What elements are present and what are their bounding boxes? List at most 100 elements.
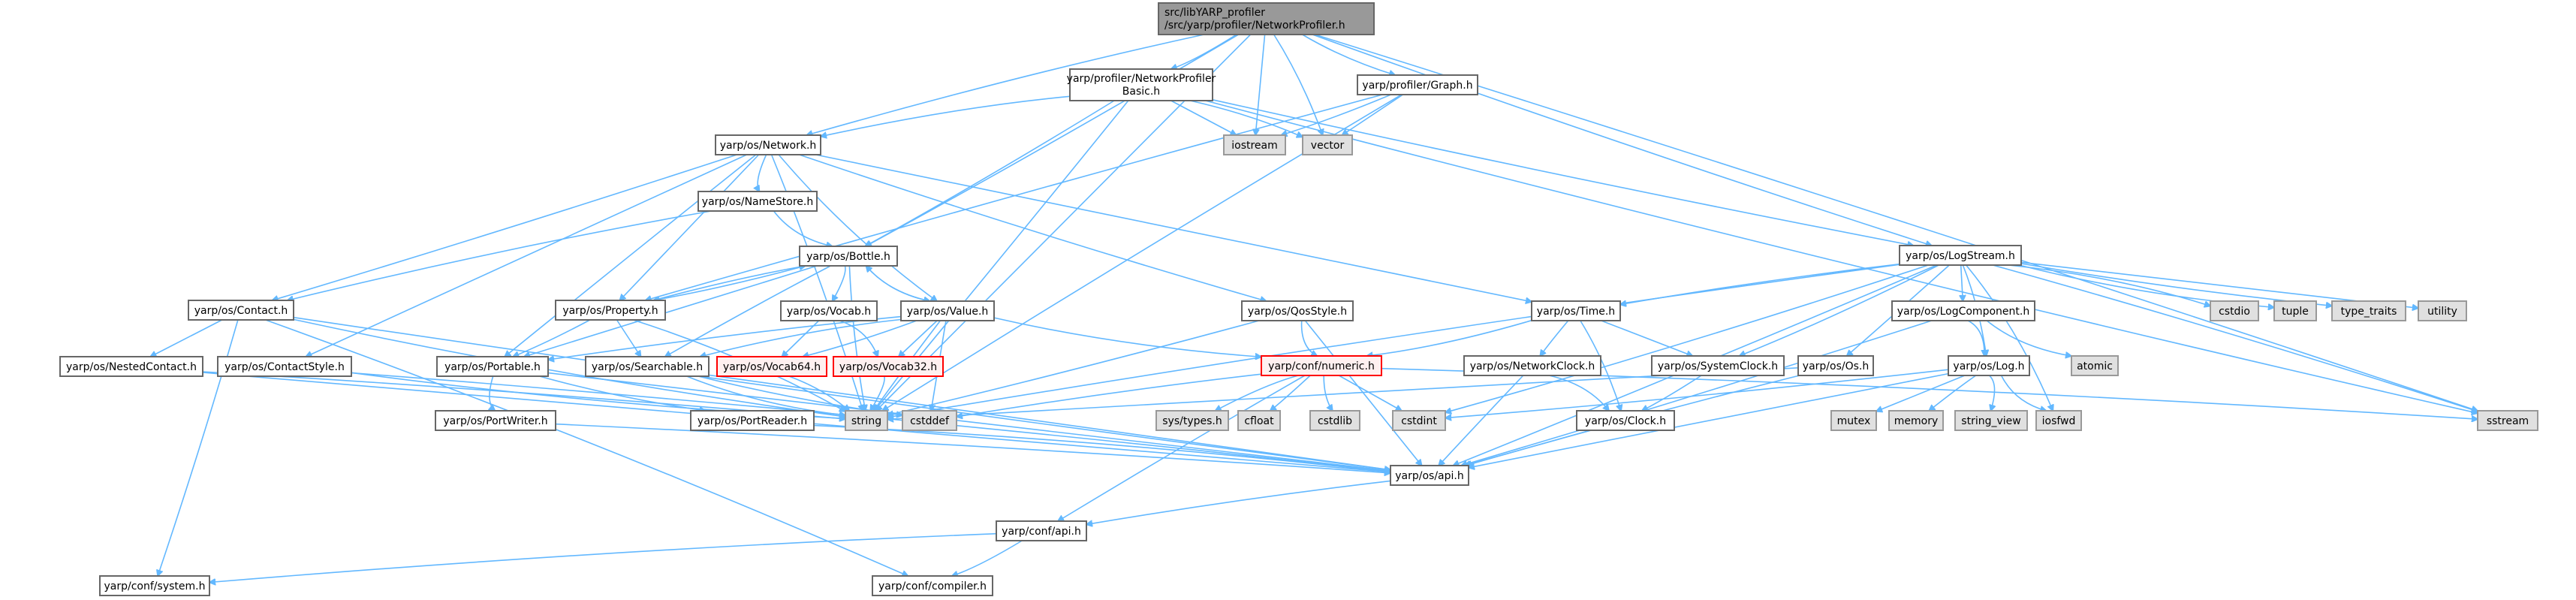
node-cstdlib[interactable]: cstdlib [1309,410,1360,431]
node-label: yarp/os/Value.h [907,306,989,318]
node-label: yarp/os/NameStore.h [702,196,813,208]
node-label: yarp/os/Searchable.h [592,361,703,373]
edge-logstream-to-sstream [1992,264,2478,412]
node-box [996,520,1087,541]
node-osh[interactable]: yarp/os/Os.h [1797,355,1874,376]
edge-confapi-to-system [209,532,997,583]
edge-property-to-searchable [616,319,641,357]
node-iostream[interactable]: iostream [1223,134,1286,155]
node-label-line2: /src/yarp/profiler/NetworkProfiler.h [1164,20,1345,32]
node-cfloat[interactable]: cfloat [1237,410,1281,431]
edge-npb-to-iostream [1170,100,1237,135]
node-log[interactable]: yarp/os/Log.h [1948,355,2030,376]
node-network[interactable]: yarp/os/Network.h [715,134,821,155]
edge-contact-to-nestedcontact [150,319,223,357]
node-cstdint[interactable]: cstdint [1392,410,1446,431]
node-box [690,410,815,431]
edge-log-to-string_view [1988,375,1995,411]
edge-time-to-systemclock [1601,320,1693,356]
node-nestedcontact[interactable]: yarp/os/NestedContact.h [59,356,203,377]
node-utility[interactable]: utility [2418,300,2467,321]
node-compiler[interactable]: yarp/conf/compiler.h [872,575,993,596]
edge-portreader-to-osapi [813,424,1390,472]
node-box [1302,134,1353,155]
edge-logcomponent-to-log [1967,320,1984,356]
node-logstream[interactable]: yarp/os/LogStream.h [1899,245,2022,266]
edge-network-to-portable [505,154,757,357]
edge-vocab32-to-string [870,375,885,411]
node-logcomponent[interactable]: yarp/os/LogComponent.h [1891,300,2035,321]
node-type_traits[interactable]: type_traits [2331,300,2406,321]
node-atomic[interactable]: atomic [2071,355,2119,376]
node-clock[interactable]: yarp/os/Clock.h [1576,410,1675,431]
edge-portable-to-portwriter [490,375,495,411]
edge-log-to-iosfwd [2000,375,2047,411]
node-networkclock[interactable]: yarp/os/NetworkClock.h [1463,355,1601,376]
node-cstdio[interactable]: cstdio [2210,300,2259,321]
node-box [2210,300,2259,321]
node-memory[interactable]: memory [1888,410,1944,431]
node-box [1463,355,1601,376]
node-bottle[interactable]: yarp/os/Bottle.h [799,246,898,267]
edge-value-to-vocab32 [899,320,938,357]
node-searchable[interactable]: yarp/os/Searchable.h [585,356,710,377]
node-box [1309,410,1360,431]
node-box [2477,410,2538,431]
node-qosstyle[interactable]: yarp/os/QosStyle.h [1241,300,1354,321]
node-label: yarp/os/NestedContact.h [66,361,197,373]
edge-logcomponent-to-osapi [1461,320,1933,466]
edge-portable-to-portreader [539,375,706,411]
node-value[interactable]: yarp/os/Value.h [900,300,995,321]
node-label: yarp/os/Vocab64.h [723,361,821,373]
node-box [1651,355,1785,376]
node-portreader[interactable]: yarp/os/PortReader.h [690,410,815,431]
node-cstddef[interactable]: cstddef [902,410,957,431]
node-portable[interactable]: yarp/os/Portable.h [436,356,549,377]
edge-networkclock-to-clock [1548,375,1609,411]
edge-numeric-to-cstdlib [1323,375,1333,411]
node-box [555,300,666,321]
edge-value-to-vocab64 [803,320,917,357]
node-contactstyle[interactable]: yarp/os/ContactStyle.h [217,356,352,377]
node-osapi[interactable]: yarp/os/api.h [1390,465,1469,486]
node-systemclock[interactable]: yarp/os/SystemClock.h [1651,355,1785,376]
node-confapi[interactable]: yarp/conf/api.h [996,520,1087,541]
node-vocab64[interactable]: yarp/os/Vocab64.h [716,356,827,377]
node-systypes[interactable]: sys/types.h [1155,410,1229,431]
node-label: yarp/os/Network.h [720,140,817,152]
node-namestore[interactable]: yarp/os/NameStore.h [697,191,818,212]
node-label: cstddef [910,415,950,427]
node-label: yarp/os/LogStream.h [1906,250,2015,262]
node-root[interactable]: src/libYARP_profiler/src/yarp/profiler/N… [1158,2,1375,35]
node-contact[interactable]: yarp/os/Contact.h [188,300,294,321]
node-iosfwd[interactable]: iosfwd [2035,410,2082,431]
edge-network-to-property [619,154,760,300]
node-time[interactable]: yarp/os/Time.h [1531,300,1621,321]
node-string[interactable]: string [845,410,888,431]
node-system[interactable]: yarp/conf/system.h [99,575,210,596]
node-portwriter[interactable]: yarp/os/PortWriter.h [435,410,556,431]
node-label: yarp/os/QosStyle.h [1248,306,1347,318]
node-numeric[interactable]: yarp/conf/numeric.h [1261,355,1382,376]
edge-network-to-time [815,154,1532,302]
node-mutex[interactable]: mutex [1830,410,1877,431]
node-vocab[interactable]: yarp/os/Vocab.h [780,300,878,321]
edge-npb-to-logstream [1212,99,1914,246]
edge-namestore-to-contact [288,210,712,300]
node-vocab32[interactable]: yarp/os/Vocab32.h [833,356,944,377]
node-label: yarp/os/SystemClock.h [1658,360,1778,372]
node-box [436,356,549,377]
node-string_view[interactable]: string_view [1954,410,2028,431]
node-sstream[interactable]: sstream [2477,410,2538,431]
node-vector[interactable]: vector [1302,134,1353,155]
node-label: yarp/conf/api.h [1002,526,1081,538]
edge-numeric-to-cfloat [1270,375,1311,411]
node-graph[interactable]: yarp/profiler/Graph.h [1357,74,1478,95]
node-label: yarp/os/Vocab.h [787,306,871,318]
node-property[interactable]: yarp/os/Property.h [555,300,666,321]
edge-network-to-contactstyle [306,154,747,357]
node-label: yarp/profiler/NetworkProfiler [1067,73,1216,85]
edge-bottle-to-property [653,265,806,300]
node-tuple[interactable]: tuple [2273,300,2317,321]
